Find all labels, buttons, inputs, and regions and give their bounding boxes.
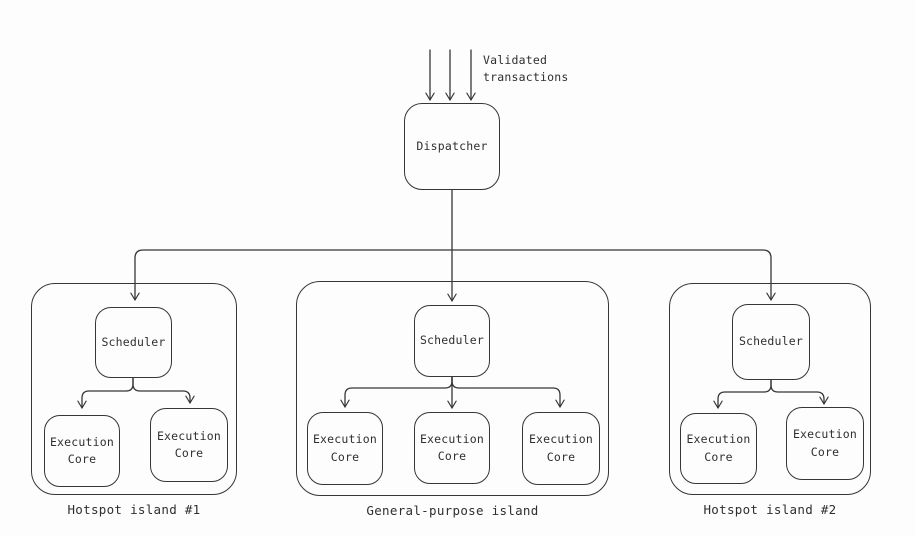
island1-execution-core-2: Execution Core <box>150 408 228 482</box>
island1-caption: Hotspot island #1 <box>67 502 201 517</box>
island3-caption: Hotspot island #2 <box>703 502 837 517</box>
island3-scheduler-label: Scheduler <box>738 334 804 349</box>
arrow-scheduler3-to-core2 <box>770 379 829 405</box>
validated-transactions-label: Validated transactions <box>483 53 569 84</box>
arrow-scheduler3-to-core1 <box>713 379 772 409</box>
island2-core3-label: Execution Core <box>528 432 594 464</box>
island2-execution-core-3: Execution Core <box>522 412 600 485</box>
island2-execution-core-2: Execution Core <box>414 412 490 484</box>
arrow-scheduler1-to-core1 <box>77 377 134 409</box>
island-hotspot-2 <box>669 283 871 495</box>
island1-execution-core-1: Execution Core <box>44 415 120 487</box>
island3-execution-core-1: Execution Core <box>680 413 757 484</box>
arrow-dispatcher-to-scheduler-1 <box>130 249 453 301</box>
island-hotspot-1 <box>31 283 237 495</box>
arrow-scheduler2-to-core3 <box>451 376 565 408</box>
island3-scheduler-node: Scheduler <box>732 304 810 380</box>
island3-execution-core-2: Execution Core <box>786 407 864 480</box>
island1-core1-label: Execution Core <box>49 434 115 466</box>
arrow-scheduler1-to-core2 <box>132 377 195 404</box>
island3-core2-label: Execution Core <box>792 427 858 459</box>
dispatcher-node: Dispatcher <box>404 103 500 190</box>
dispatcher-label: Dispatcher <box>416 138 488 153</box>
island2-core2-label: Execution Core <box>419 431 485 463</box>
island1-scheduler-node: Scheduler <box>95 307 172 378</box>
island1-scheduler-label: Scheduler <box>101 334 166 349</box>
island-general-purpose <box>296 281 609 496</box>
island3-core1-label: Execution Core <box>686 432 751 464</box>
island1-core2-label: Execution Core <box>156 428 222 460</box>
island2-scheduler-node: Scheduler <box>414 305 490 377</box>
island2-core1-label: Execution Core <box>312 432 378 464</box>
island2-scheduler-label: Scheduler <box>419 333 485 348</box>
island2-caption: General-purpose island <box>366 503 539 518</box>
arrow-dispatcher-to-scheduler-3 <box>451 249 776 301</box>
island2-execution-core-1: Execution Core <box>307 412 383 485</box>
